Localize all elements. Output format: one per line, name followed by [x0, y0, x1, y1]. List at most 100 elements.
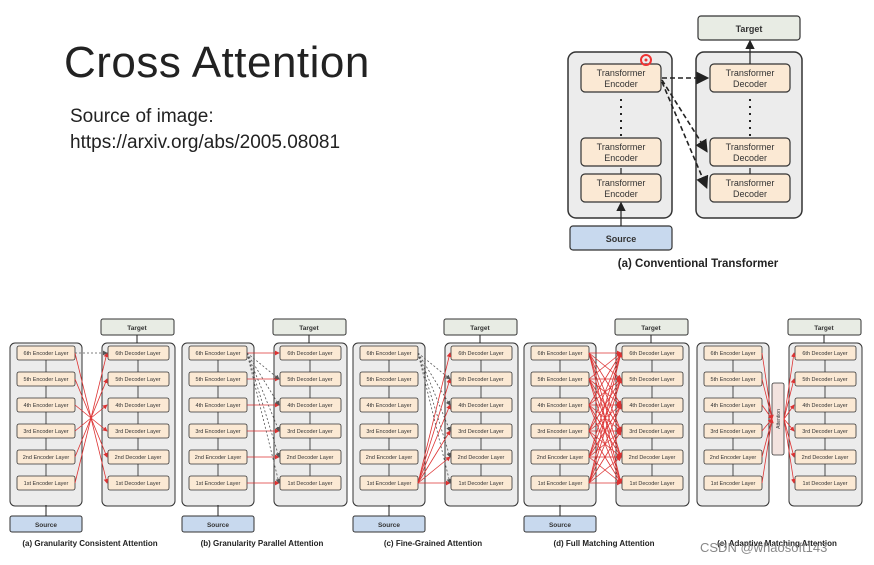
decoder-layer-label: 1st Decoder Layer — [459, 481, 504, 487]
svg-text:Transformer: Transformer — [726, 68, 775, 78]
decoder-layer-label: 4th Decoder Layer — [802, 403, 847, 409]
attention-link — [783, 404, 795, 420]
attention-link — [417, 456, 451, 484]
svg-text:Decoder: Decoder — [733, 153, 767, 163]
decoder-layer — [279, 371, 342, 387]
source-label: Source — [35, 522, 57, 529]
decoder-layer — [279, 397, 342, 413]
attention-link — [588, 378, 623, 484]
encoder-layer-label: 1st Encoder Layer — [367, 481, 412, 487]
encoder-layer-label: 4th Encoder Layer — [196, 403, 241, 409]
variant-caption-1: (a) Granularity Consistent Attention — [22, 539, 157, 548]
watermark-text: CSDN @whaosoft143 — [700, 540, 828, 555]
encoder-layer-label: 3rd Encoder Layer — [366, 429, 411, 435]
slide-title: Cross Attention — [64, 38, 370, 87]
decoder-layer-label: 5th Decoder Layer — [287, 377, 332, 383]
attention-link-dashed — [417, 352, 451, 380]
decoder-layer-label: 2nd Decoder Layer — [802, 455, 849, 461]
encoder-layer-label: 6th Encoder Layer — [711, 351, 756, 357]
decoder-block-middle: Transformer Decoder — [709, 137, 791, 167]
variant-caption-5: (e) Adaptive Matching Attention — [717, 539, 837, 548]
target-label: Target — [470, 325, 490, 332]
decoder-block-top: Transformer Decoder — [709, 63, 791, 93]
encoder-layer-label: 1st Encoder Layer — [196, 481, 241, 487]
decoder-layer-label: 3rd Decoder Layer — [458, 429, 504, 435]
target-label: Target — [127, 325, 147, 332]
decoder-layer-label: 1st Decoder Layer — [288, 481, 333, 487]
source-url[interactable]: https://arxiv.org/abs/2005.08081 — [70, 132, 341, 153]
source-label: Source — [378, 522, 400, 529]
attention-link — [417, 378, 452, 484]
attention-link — [783, 378, 796, 420]
cursor-marker — [640, 54, 652, 66]
svg-text:Transformer: Transformer — [597, 178, 646, 188]
attention-link — [74, 352, 109, 484]
attention-link — [588, 352, 623, 484]
target-label: Target — [814, 325, 834, 332]
decoder-layer — [279, 345, 342, 361]
cross-arrow-bottom — [661, 81, 709, 189]
decoder-block-bottom: Transformer Decoder — [709, 173, 791, 203]
decoder-layer-label: 6th Decoder Layer — [458, 351, 503, 357]
attention-box-label: Attention — [776, 409, 782, 429]
decoder-layer-label: 4th Decoder Layer — [115, 403, 160, 409]
attention-link — [588, 352, 622, 432]
encoder-layer-label: 1st Encoder Layer — [538, 481, 583, 487]
decoder-layer-label: 1st Decoder Layer — [803, 481, 848, 487]
encoder-layer-label: 2nd Encoder Layer — [195, 455, 242, 461]
decoder-layer-label: 4th Decoder Layer — [458, 403, 503, 409]
encoder-layer-label: 2nd Encoder Layer — [366, 455, 413, 461]
attention-link — [417, 430, 451, 484]
decoder-layer — [107, 371, 170, 387]
svg-text:Transformer: Transformer — [597, 142, 646, 152]
encoder-layer-label: 6th Encoder Layer — [367, 351, 412, 357]
encoder-layer-label: 5th Encoder Layer — [24, 377, 69, 383]
encoder-layer-label: 5th Encoder Layer — [196, 377, 241, 383]
attention-link — [588, 352, 622, 380]
decoder-layer — [621, 397, 684, 413]
attention-link — [783, 352, 796, 420]
attention-link — [417, 404, 451, 484]
encoder-layer-label: 4th Encoder Layer — [711, 403, 756, 409]
encoder-layer-label: 3rd Encoder Layer — [23, 429, 68, 435]
target-label: Target — [641, 325, 661, 332]
encoder-layer-label: 6th Encoder Layer — [538, 351, 583, 357]
decoder-layer-label: 5th Decoder Layer — [629, 377, 674, 383]
attention-link — [761, 418, 774, 484]
encoder-layer-label: 5th Encoder Layer — [367, 377, 412, 383]
svg-text:Transformer: Transformer — [726, 142, 775, 152]
target-label: Target — [736, 24, 763, 34]
decoder-layer — [794, 397, 857, 413]
encoder-layer-label: 2nd Encoder Layer — [23, 455, 70, 461]
encoder-layer-label: 3rd Encoder Layer — [195, 429, 240, 435]
attention-link — [761, 418, 774, 458]
decoder-layer-label: 5th Decoder Layer — [115, 377, 160, 383]
decoder-layer-label: 2nd Decoder Layer — [458, 455, 505, 461]
variant-caption-4: (d) Full Matching Attention — [553, 539, 654, 548]
decoder-layer-label: 3rd Decoder Layer — [802, 429, 848, 435]
encoder-layer-label: 3rd Encoder Layer — [710, 429, 755, 435]
attention-link-dashed — [246, 352, 280, 380]
variant-caption-3: (c) Fine-Grained Attention — [384, 539, 482, 548]
svg-text:Transformer: Transformer — [597, 68, 646, 78]
attention-link — [417, 352, 452, 484]
source-label: Source of image: — [70, 106, 214, 127]
encoder-block-top: Transformer Encoder — [580, 63, 662, 93]
source-label: Source — [606, 234, 637, 244]
attention-link — [588, 430, 622, 484]
decoder-layer-label: 6th Decoder Layer — [287, 351, 332, 357]
encoder-layer-label: 2nd Encoder Layer — [537, 455, 584, 461]
svg-text:Transformer: Transformer — [726, 178, 775, 188]
encoder-layer-label: 5th Encoder Layer — [711, 377, 756, 383]
decoder-layer-label: 4th Decoder Layer — [629, 403, 674, 409]
svg-text:Decoder: Decoder — [733, 79, 767, 89]
encoder-layer-label: 4th Encoder Layer — [367, 403, 412, 409]
attention-link — [783, 418, 796, 484]
encoder-layer-label: 4th Encoder Layer — [24, 403, 69, 409]
decoder-layer-label: 2nd Decoder Layer — [629, 455, 676, 461]
decoder-layer-label: 3rd Decoder Layer — [115, 429, 161, 435]
decoder-layer-label: 6th Decoder Layer — [629, 351, 674, 357]
